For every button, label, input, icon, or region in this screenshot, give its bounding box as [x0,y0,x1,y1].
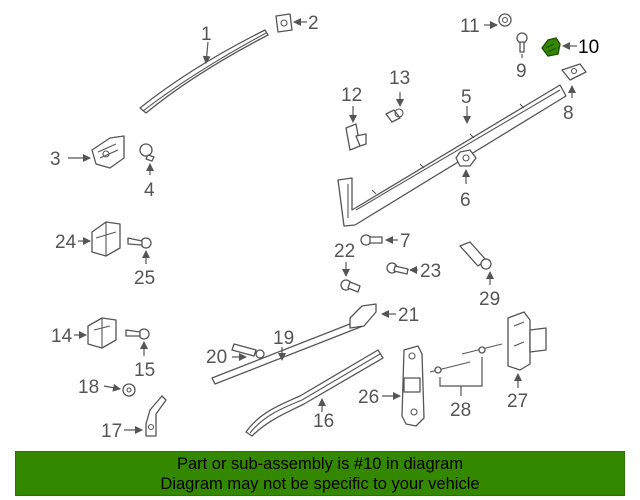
part-16-molding[interactable] [245,349,384,437]
callout-7: 7 [400,231,411,252]
callout-19: 19 [273,328,294,349]
part-3-bracket[interactable] [91,135,125,169]
callout-16: 16 [313,411,334,432]
banner-line-2: Diagram may not be specific to your vehi… [160,474,480,493]
callout-2: 2 [308,13,319,34]
part-27-latch[interactable] [507,311,547,371]
callout-13: 13 [389,68,410,89]
part-29-stud[interactable] [459,241,492,270]
part-2-clip[interactable] [275,13,293,33]
callout-27: 27 [507,391,528,412]
part-12-bracket[interactable] [345,123,367,151]
callout-1: 1 [201,24,212,45]
callout-23: 23 [420,261,441,282]
callout-15: 15 [134,360,155,381]
part-26-striker-plate[interactable] [401,345,425,427]
part-10-clip-highlighted[interactable] [541,37,561,57]
callout-14: 14 [51,326,73,347]
callout-26: 26 [358,387,379,408]
banner-line-1: Part or sub-assembly is #10 in diagram [176,454,464,473]
callout-22: 22 [334,241,355,262]
callout-20: 20 [206,347,227,368]
part-14-bracket[interactable] [87,317,117,349]
part-7-screw[interactable] [360,234,383,246]
part-1-molding[interactable] [139,29,269,114]
callout-21: 21 [398,305,419,326]
part-22-screw[interactable] [340,279,361,293]
callout-4: 4 [144,180,155,201]
callout-8: 8 [563,103,574,124]
part-24-bracket[interactable] [91,221,121,257]
callout-10: 10 [578,37,599,58]
callout-11: 11 [460,16,480,37]
part-9-screw[interactable] [516,32,528,53]
part-4-screw[interactable] [139,143,155,162]
part-13-screw[interactable] [385,108,404,123]
part-23-screw[interactable] [386,262,409,275]
part-28-rods[interactable] [429,343,503,374]
part-8-clip[interactable] [561,63,587,81]
part-25-screw[interactable] [127,237,152,249]
part-6-nut[interactable] [455,149,477,167]
callout-3: 3 [50,149,61,170]
callout-9: 9 [516,61,527,82]
part-11-push-pin[interactable] [498,13,512,27]
callout-5: 5 [461,87,472,108]
info-banner: Part or sub-assembly is #10 in diagram D… [15,451,625,496]
callout-17: 17 [101,421,122,442]
part-15-screw[interactable] [125,328,150,340]
callout-6: 6 [460,190,471,211]
callout-12: 12 [341,85,362,106]
part-5-rocker-molding[interactable] [337,84,567,227]
part-17-bracket[interactable] [145,395,167,437]
part-21-clip[interactable] [349,303,377,329]
callout-28: 28 [450,400,471,421]
parts-diagram: 1 2 3 4 5 6 7 8 [50,13,599,442]
callout-24: 24 [55,232,77,253]
callout-25: 25 [134,268,155,289]
part-20-stud[interactable] [231,343,265,359]
part-18-screw[interactable] [122,383,136,397]
callout-18: 18 [78,377,99,398]
callout-29: 29 [479,289,500,310]
